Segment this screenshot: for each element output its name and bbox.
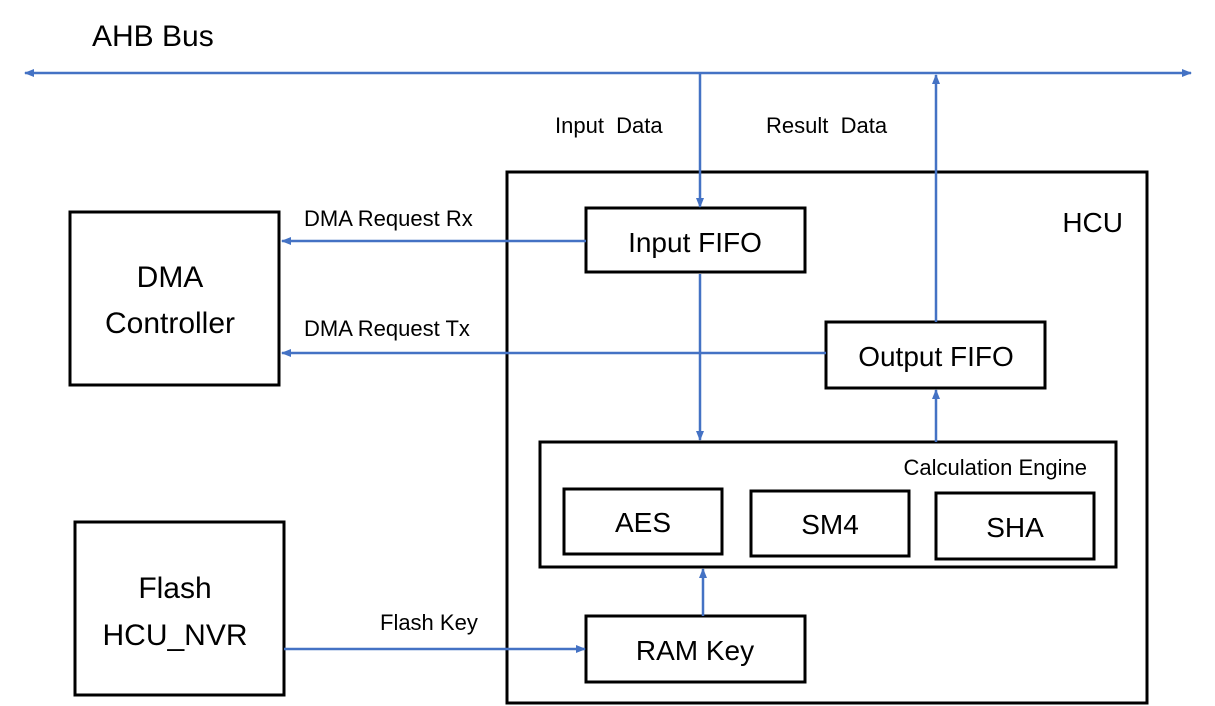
dma-request-tx-label: DMA Request Tx (304, 316, 470, 341)
flash-block (73, 520, 286, 697)
input-fifo-label: Input FIFO (628, 227, 762, 258)
sm4-block (749, 489, 911, 558)
dma-controller-label-line1: DMA (137, 261, 204, 294)
dma-request-rx-label: DMA Request Rx (304, 206, 473, 231)
aes-label: AES (615, 507, 671, 538)
dma-controller-block (68, 210, 281, 387)
sha-block (934, 491, 1096, 561)
hcu-label: HCU (1062, 207, 1123, 238)
ahb-bus-label: AHB Bus (92, 20, 214, 53)
flash-key-label: Flash Key (380, 610, 478, 635)
input-data-label: Input Data (555, 113, 663, 138)
output-fifo-label: Output FIFO (858, 341, 1014, 372)
result-data-label: Result Data (766, 113, 888, 138)
sm4-label: SM4 (801, 509, 859, 540)
aes-block (562, 487, 724, 556)
dma-controller-label-line2: Controller (105, 307, 235, 340)
flash-label-line2: HCU_NVR (102, 619, 247, 652)
ram-key-block (584, 614, 807, 684)
flash-label-line1: Flash (138, 572, 211, 605)
calculation-engine-label: Calculation Engine (904, 455, 1087, 480)
ram-key-label: RAM Key (636, 635, 754, 666)
sha-label: SHA (986, 512, 1044, 543)
